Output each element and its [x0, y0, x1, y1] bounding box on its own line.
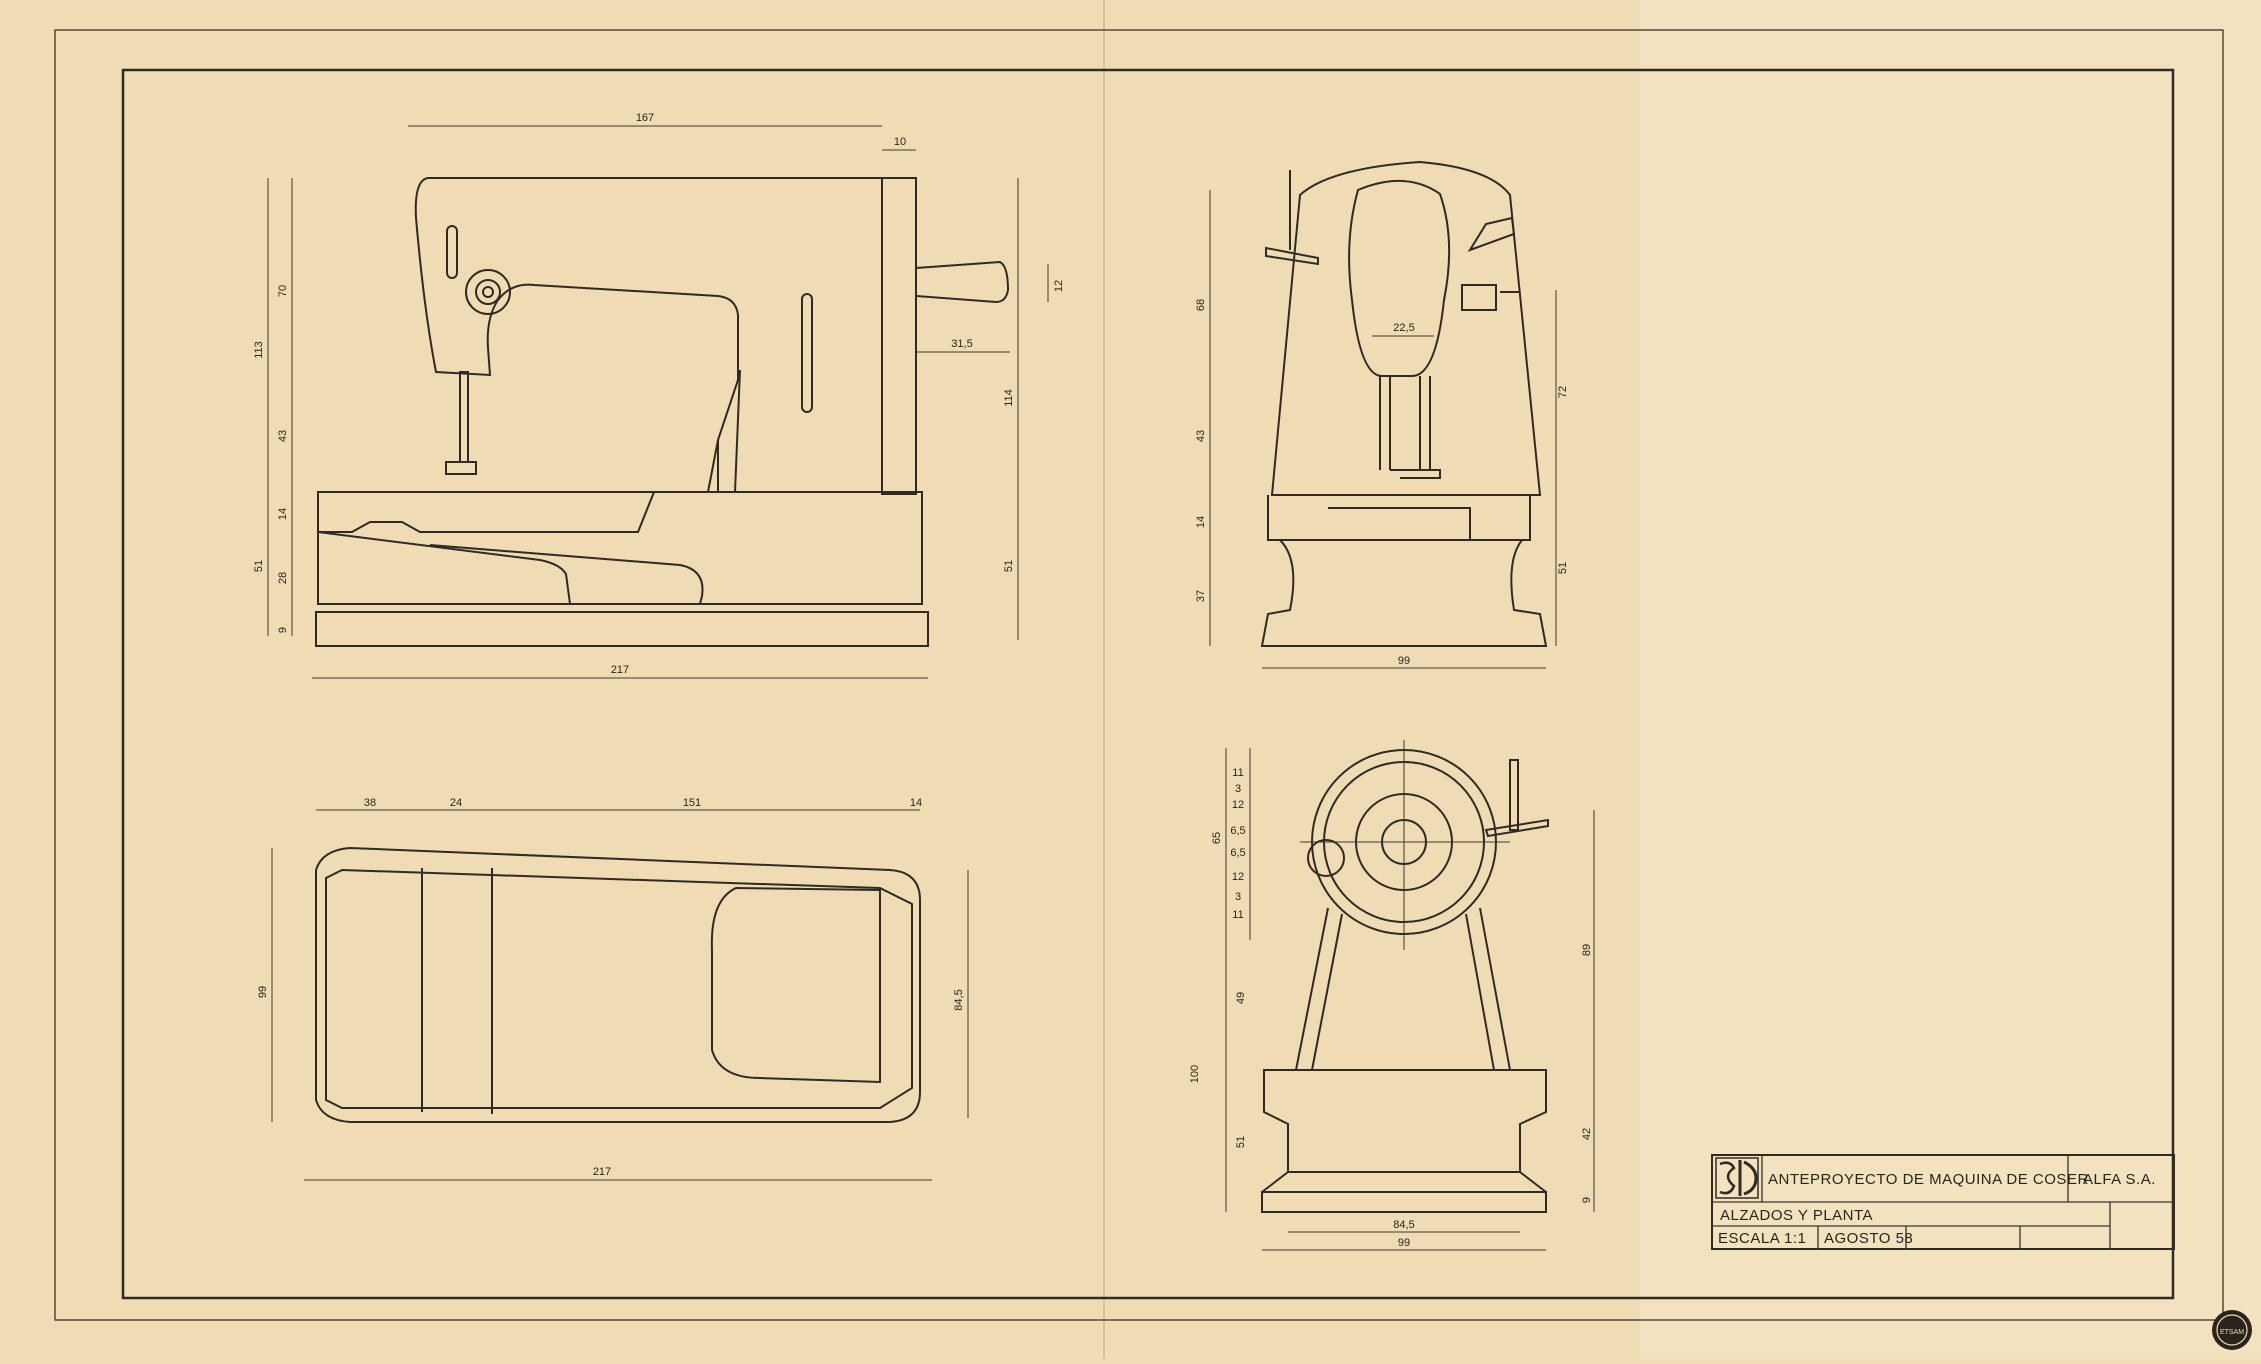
dim-front-base-height: 51	[253, 560, 265, 572]
dim-side-base: 37	[1195, 590, 1207, 602]
dim-front-handle: 12	[1053, 280, 1065, 292]
dim-front-base-sub: 28	[277, 572, 289, 584]
dim-side-lower: 51	[1557, 562, 1569, 574]
dim-front-bed: 14	[277, 508, 289, 520]
end-spool-pin	[1484, 759, 1549, 838]
dim-front-flange: 10	[894, 136, 906, 148]
title-block: ANTEPROYECTO DE MAQUINA DE COSER ALFA S.…	[1711, 1154, 2175, 1250]
machine-base	[317, 491, 923, 605]
dim-end-right-low: 42	[1581, 1128, 1593, 1140]
dim-side-head: 68	[1195, 299, 1207, 311]
side-base	[1260, 539, 1548, 647]
dim-end-total: 100	[1189, 1065, 1201, 1083]
plan-view: 38 24 151 14 99 84,5 217	[257, 797, 969, 1181]
dim-end-d7: 3	[1235, 891, 1241, 903]
dim-plan-width: 217	[593, 1166, 611, 1178]
paper-light-strip	[1640, 0, 2261, 1359]
side-column-outline	[1270, 160, 1542, 496]
stamp-text: ETSAM	[2220, 1329, 2244, 1336]
dim-front-handle-length: 31,5	[951, 338, 972, 350]
sedi-logo	[1715, 1157, 1759, 1199]
date-label: AGOSTO 58	[1824, 1230, 1913, 1247]
dim-end-d1: 11	[1232, 767, 1243, 779]
dim-front-arm-height: 70	[277, 285, 289, 297]
side-head	[1348, 180, 1451, 377]
sheet-title: ALZADOS Y PLANTA	[1720, 1207, 1873, 1224]
side-thread-spool	[1265, 170, 1319, 266]
dim-front-column-base: 51	[1003, 560, 1015, 572]
dim-end-right-upper: 89	[1581, 944, 1593, 956]
dim-end-mid: 49	[1235, 992, 1247, 1004]
dim-front-needle-gap: 43	[277, 430, 289, 442]
plan-head-outline	[710, 886, 881, 1084]
client-name: ALFA S.A.	[2083, 1171, 2156, 1188]
plan-section-lines	[421, 868, 493, 1114]
dim-side-gap: 43	[1195, 430, 1207, 442]
dim-plan-seg2: 24	[450, 797, 462, 809]
dim-front-width-top: 167	[636, 112, 654, 124]
dim-side-width: 99	[1398, 655, 1410, 667]
base-recess	[429, 544, 704, 605]
dim-plan-depth: 99	[257, 986, 269, 998]
pillar-lines	[707, 369, 741, 493]
side-elevation-view: 68 43 14 37 72 51 22,5 99	[1195, 160, 1569, 669]
scale-label: ESCALA 1:1	[1718, 1230, 1806, 1247]
dim-end-right-foot: 9	[1581, 1197, 1593, 1203]
dim-front-column-height: 114	[1003, 389, 1015, 407]
dim-end-upper: 65	[1211, 832, 1223, 844]
side-tension-assembly	[1461, 216, 1520, 311]
inner-border	[121, 68, 2175, 1300]
archive-stamp: ETSAM	[2212, 1310, 2252, 1350]
dim-end-d5: 6,5	[1230, 847, 1245, 859]
hand-wheel-handle	[915, 260, 1010, 304]
dim-side-head-width: 22,5	[1393, 322, 1414, 334]
plan-outline	[315, 846, 921, 1123]
dim-end-d8: 11	[1232, 909, 1243, 921]
dim-plan-seg1: 38	[364, 797, 376, 809]
dim-end-d2: 3	[1235, 783, 1241, 795]
slot-left	[446, 225, 458, 279]
dim-end-inner-width: 84,5	[1393, 1219, 1414, 1231]
dim-front-total-width: 217	[611, 664, 629, 676]
dim-side-upper: 72	[1557, 386, 1569, 398]
front-elevation-view: 167 10 217 70 113 43 14 51 28 9 12 31,5 …	[253, 112, 1065, 679]
end-legs	[1295, 907, 1511, 1071]
machine-foot	[315, 611, 929, 647]
dim-side-bed: 14	[1195, 516, 1207, 528]
dim-end-width: 99	[1398, 1237, 1410, 1249]
bobbin-winder	[1307, 839, 1345, 877]
hand-wheel-flange	[881, 177, 917, 495]
dim-plan-right-depth: 84,5	[953, 989, 965, 1010]
thread-tension-disc	[465, 269, 511, 315]
end-elevation-view: 11 3 12 6,5 6,5 12 3 11 65 49 100 51 89 …	[1189, 740, 1595, 1251]
dim-front-foot: 9	[277, 627, 289, 633]
dim-front-head-height: 113	[253, 341, 265, 359]
dim-end-low: 51	[1235, 1136, 1247, 1148]
dim-end-d4: 6,5	[1230, 825, 1245, 837]
dim-plan-seg3: 151	[683, 797, 701, 809]
dim-end-d6: 12	[1232, 871, 1244, 883]
dim-end-d3: 12	[1232, 799, 1244, 811]
dim-plan-seg4: 14	[910, 797, 922, 809]
project-title: ANTEPROYECTO DE MAQUINA DE COSER	[1768, 1171, 2089, 1188]
outer-border	[54, 29, 2224, 1321]
slot-right	[801, 293, 813, 413]
